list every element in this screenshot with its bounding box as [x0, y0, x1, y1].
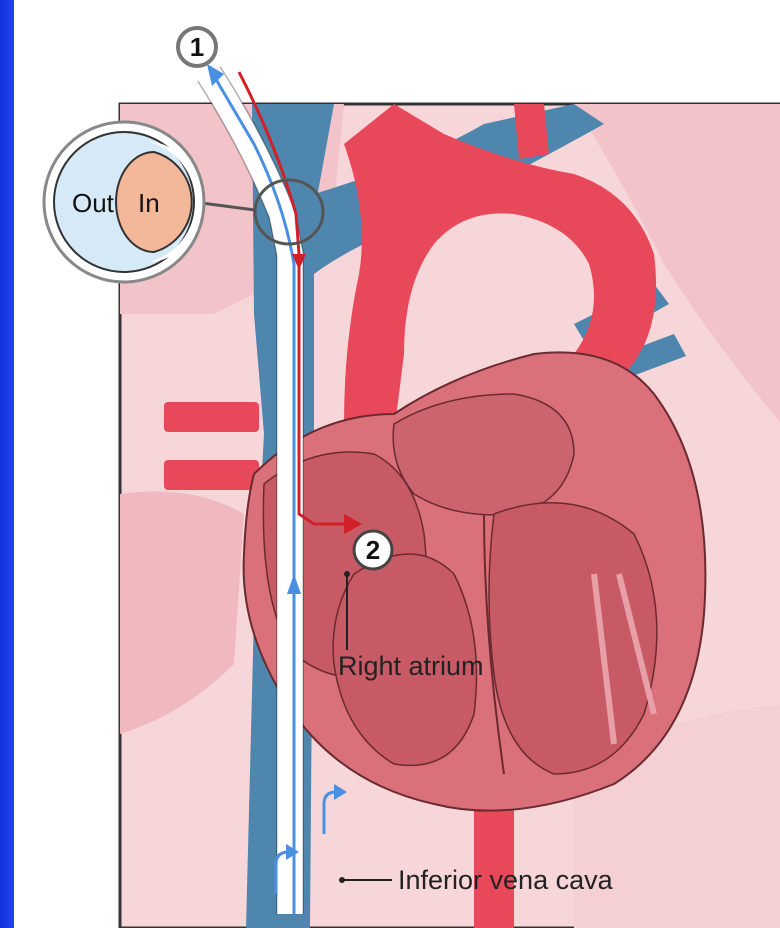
diagram-frame: Out In 1 2 Right atrium Inferior vena ca… [14, 14, 780, 928]
pulmonary-artery-lower [164, 460, 259, 490]
heart-catheter-diagram: Out In 1 2 Right atrium Inferior vena ca… [14, 14, 780, 928]
cross-section-inset: Out In [44, 122, 204, 282]
step-1-number: 1 [190, 32, 204, 62]
right-atrium-label: Right atrium [338, 651, 484, 681]
step-2-number: 2 [366, 535, 380, 565]
left-atrium-chamber [393, 394, 574, 515]
left-ventricle-chamber [489, 503, 657, 774]
step-2-marker: 2 [354, 531, 392, 569]
inset-out-label: Out [72, 188, 115, 218]
inferior-vena-cava-label: Inferior vena cava [398, 865, 614, 895]
inset-in-label: In [138, 188, 160, 218]
step-1-marker: 1 [178, 28, 216, 66]
right-atrium-pointer-dot [344, 571, 350, 577]
aortic-branch [514, 104, 549, 159]
pulmonary-artery-upper [164, 402, 259, 432]
